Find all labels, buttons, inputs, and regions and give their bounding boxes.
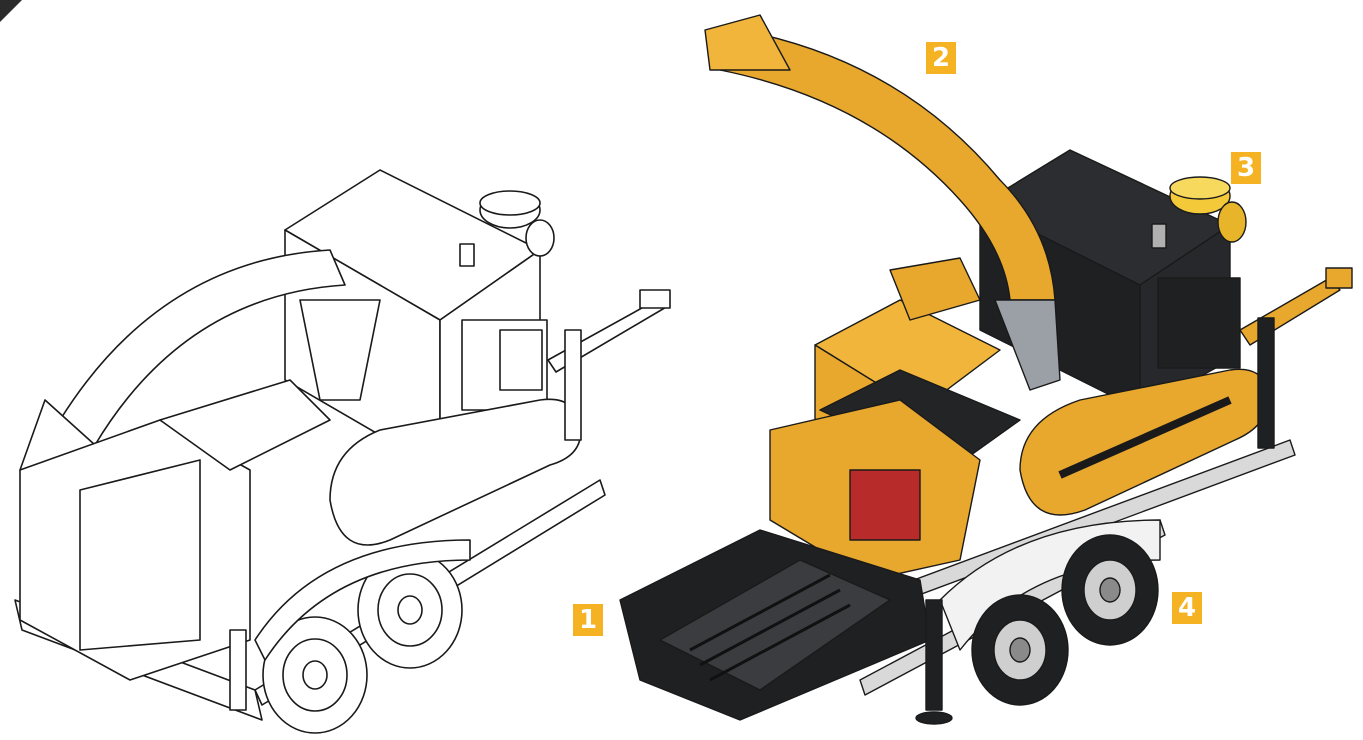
- colored-render-chipper: [619, 14, 1353, 725]
- callout-label-2: 2: [931, 43, 951, 73]
- callout-box-4: [1172, 592, 1202, 624]
- callout-box-3: [1231, 152, 1261, 184]
- callout-label-1: 1: [578, 605, 598, 635]
- callout-label-3: 3: [1236, 153, 1256, 183]
- line-drawing-chipper: [14, 169, 671, 734]
- callout-box-1: [573, 604, 603, 636]
- callout-box-2: [926, 42, 956, 74]
- corner-triangle: [0, 0, 22, 22]
- callout-label-4: 4: [1177, 593, 1197, 623]
